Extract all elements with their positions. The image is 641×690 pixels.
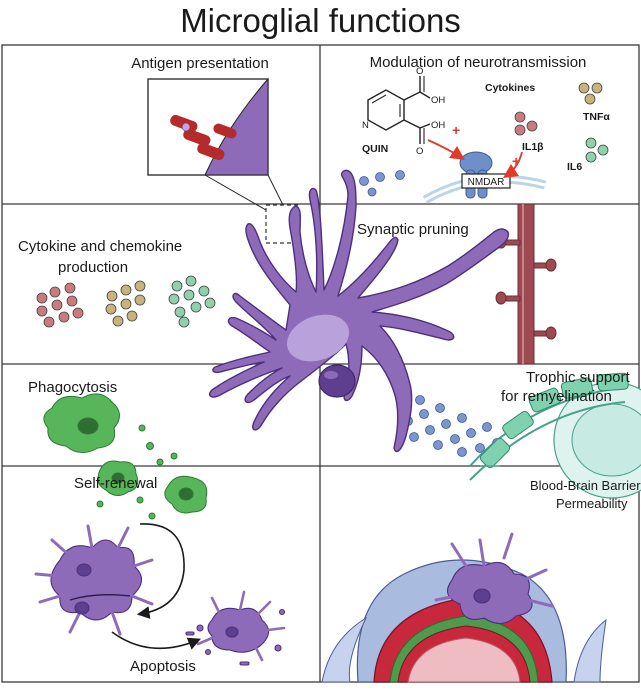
label-il6: IL6 (567, 161, 582, 173)
cytokine-production-dots (36, 275, 216, 328)
label-cytokine-production-1: Cytokine and chemokine (18, 238, 182, 255)
label-oh-1: OH (431, 95, 445, 106)
label-cytokines: Cytokines (485, 82, 535, 94)
self-renewal-cells (34, 524, 154, 636)
label-trophic-1: Trophic support (526, 369, 630, 386)
label-antigen-presentation: Antigen presentation (131, 55, 269, 72)
label-phagocytosis: Phagocytosis (28, 379, 117, 396)
label-oh-2: OH (431, 120, 445, 131)
label-apoptosis: Apoptosis (130, 658, 196, 675)
label-o-1: O (416, 66, 423, 77)
label-bbb-2: Permeability (556, 496, 628, 511)
dendrite (495, 203, 557, 365)
label-nmdar: NMDAR (468, 177, 505, 188)
label-trophic-2: for remyelination (501, 388, 612, 405)
myelin-axon (469, 372, 641, 499)
cytokine-dots-neuro (514, 82, 609, 163)
figure-title: Microglial functions (180, 2, 461, 39)
label-plus-1: + (452, 122, 460, 138)
label-tnfa: TNFα (583, 111, 610, 123)
neurotransmission-art (359, 76, 547, 204)
label-o-2: O (416, 146, 423, 157)
phagocytosed-cells (43, 393, 208, 520)
label-bbb-1: Blood-Brain Barrier (530, 478, 641, 493)
label-neurotransmission: Modulation of neurotransmission (370, 54, 587, 71)
label-n: N (362, 120, 369, 131)
label-synaptic-pruning: Synaptic pruning (357, 221, 469, 238)
self-renewal-arrows (111, 523, 201, 650)
label-cytokine-production-2: production (58, 259, 128, 276)
label-self-renewal: Self-renewal (74, 475, 157, 492)
trophic-dots (399, 395, 502, 457)
antigen-inset (147, 77, 299, 244)
label-il1b: IL1β (522, 141, 544, 153)
label-quin: QUIN (362, 143, 388, 155)
apoptotic-cell (185, 590, 286, 666)
microglia-cell (208, 169, 510, 453)
bbb-microglia (434, 532, 554, 625)
label-plus-2: + (512, 153, 520, 169)
